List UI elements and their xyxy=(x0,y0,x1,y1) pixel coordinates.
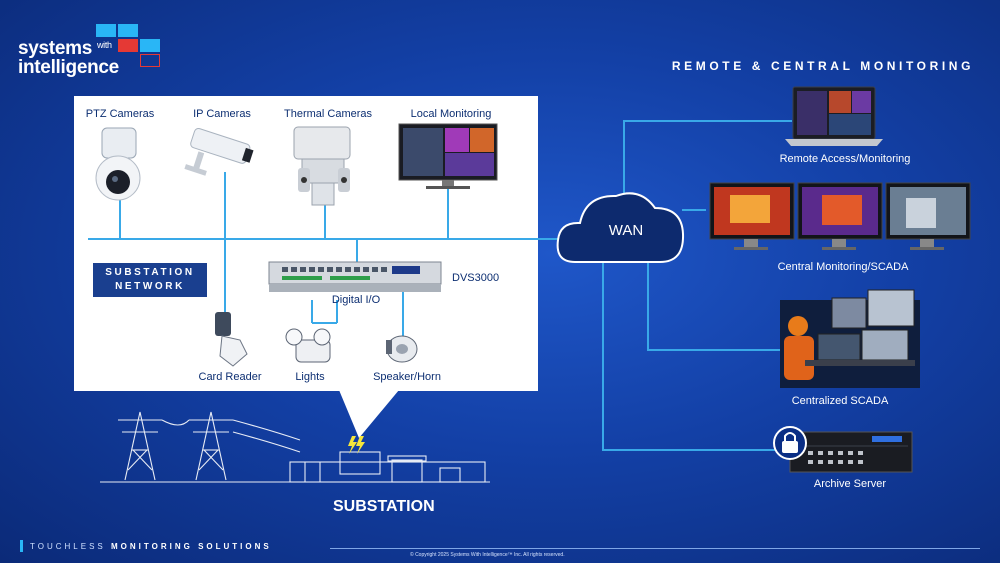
monitor-icon xyxy=(398,123,498,189)
footer-divider xyxy=(330,548,980,549)
ip-camera-icon xyxy=(184,127,254,176)
speaker-horn-icon xyxy=(386,335,418,363)
thermal-camera-icon xyxy=(293,126,351,206)
card-reader-icon xyxy=(215,312,248,367)
tagline-part-1: TOUCHLESS xyxy=(30,542,106,551)
label-speaker-horn: Speaker/Horn xyxy=(373,371,441,383)
logo-square-cyan xyxy=(140,39,160,52)
remote-monitoring-title: REMOTE & CENTRAL MONITORING xyxy=(671,59,974,73)
rack-unit-icon xyxy=(268,261,442,292)
label-local-monitoring: Local Monitoring xyxy=(410,108,492,120)
badge-line-2: NETWORK xyxy=(115,281,185,292)
logo-square-outline xyxy=(140,54,160,67)
lights-icon xyxy=(285,328,331,363)
label-centralized-scada: Centralized SCADA xyxy=(791,395,889,407)
panel-pointer xyxy=(339,390,399,438)
label-lights: Lights xyxy=(295,371,325,383)
substation-illustration xyxy=(100,411,490,483)
label-remote-access: Remote Access/Monitoring xyxy=(779,153,911,165)
company-logo: systems with intelligence xyxy=(18,36,119,77)
label-thermal-cameras: Thermal Cameras xyxy=(283,108,373,120)
label-ip-cameras: IP Cameras xyxy=(193,108,251,120)
laptop-icon xyxy=(785,86,883,146)
monitor-wall-icon xyxy=(709,182,971,250)
logo-word-intelligence: intelligence xyxy=(18,57,119,78)
label-ptz-cameras: PTZ Cameras xyxy=(85,108,155,120)
logo-word-with: with xyxy=(96,40,112,50)
logo-square-cyan xyxy=(118,24,138,37)
lock-server-icon xyxy=(773,426,913,473)
badge-line-1: SUBSTATION xyxy=(105,267,195,278)
label-central-monitoring: Central Monitoring/SCADA xyxy=(777,261,909,273)
substation-title: SUBSTATION xyxy=(333,498,435,515)
operator-workstation-icon xyxy=(780,289,920,388)
footer-tagline: TOUCHLESS MONITORING SOLUTIONS xyxy=(30,542,272,551)
wan-label: WAN xyxy=(608,222,644,239)
lightning-icon xyxy=(348,436,365,454)
label-card-reader: Card Reader xyxy=(198,371,262,383)
footer-accent-bar xyxy=(20,540,23,552)
label-digital-io: Digital I/O xyxy=(331,294,381,306)
logo-square-cyan xyxy=(96,24,116,37)
ptz-camera-icon xyxy=(95,127,141,201)
logo-word-systems: systems xyxy=(18,38,92,59)
logo-square-red xyxy=(118,39,138,52)
label-archive-server: Archive Server xyxy=(813,478,887,490)
cloud-icon xyxy=(556,192,685,263)
copyright-text: © Copyright 2025 Systems With Intelligen… xyxy=(410,552,565,558)
label-dvs3000: DVS3000 xyxy=(452,272,500,284)
tagline-part-2: MONITORING SOLUTIONS xyxy=(111,542,272,551)
substation-network-badge: SUBSTATION NETWORK xyxy=(93,263,207,297)
